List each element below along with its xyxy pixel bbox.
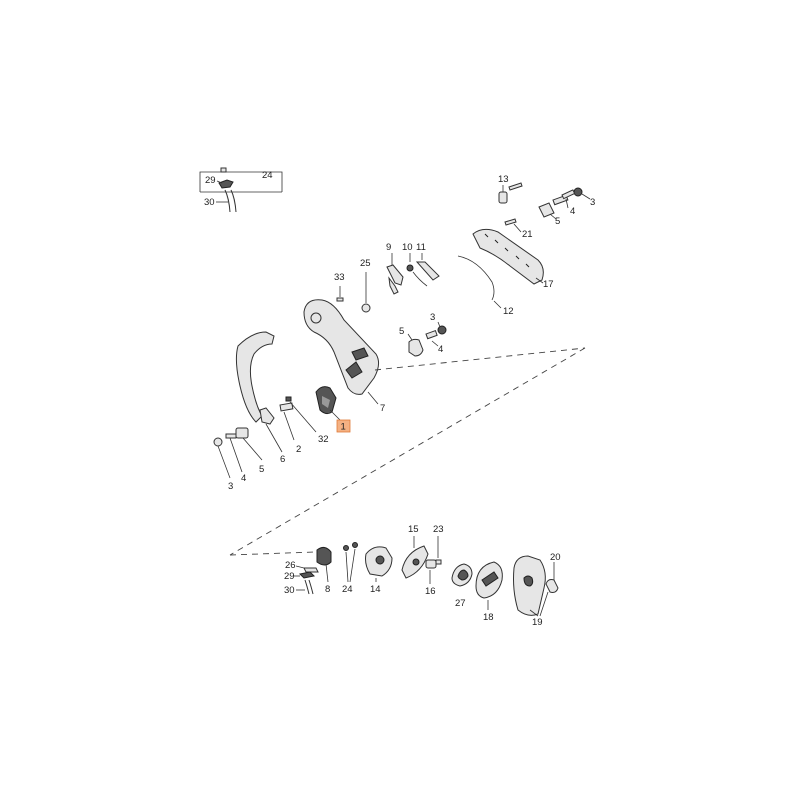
callout-29b: 29 xyxy=(284,571,295,582)
callout-23: 23 xyxy=(433,524,444,535)
callout-12: 12 xyxy=(503,306,514,317)
hose-group: 1 32 2 6 5 4 3 xyxy=(213,331,351,492)
callout-3c: 3 xyxy=(228,481,233,492)
callout-7: 7 xyxy=(380,403,385,414)
callout-3b: 3 xyxy=(430,312,435,323)
callout-33: 33 xyxy=(334,272,345,283)
highlight-part-1 xyxy=(336,419,351,433)
handle-group: 13 3 5 4 21 9 10 11 17 12 xyxy=(386,174,595,317)
callout-15: 15 xyxy=(408,524,419,535)
callout-32: 32 xyxy=(318,434,329,445)
callout-4c: 4 xyxy=(241,473,246,484)
callout-17: 17 xyxy=(543,279,554,290)
callout-29: 29 xyxy=(205,175,216,186)
callout-20: 20 xyxy=(550,552,561,563)
callout-2: 2 xyxy=(296,444,301,455)
callout-8: 8 xyxy=(325,584,330,595)
callout-24: 24 xyxy=(262,170,273,181)
callout-16: 16 xyxy=(425,586,436,597)
callout-3: 3 xyxy=(590,197,595,208)
bracket-group: 33 25 7 5 3 4 xyxy=(303,258,447,414)
callout-4b: 4 xyxy=(438,344,443,355)
callout-26: 26 xyxy=(285,560,296,571)
callout-5b: 5 xyxy=(399,326,404,337)
callout-30b: 30 xyxy=(284,585,295,596)
callout-5c: 5 xyxy=(259,464,264,475)
callout-6: 6 xyxy=(280,454,285,465)
callout-11: 11 xyxy=(416,242,426,253)
callout-18: 18 xyxy=(483,612,494,623)
bottom-row-group: 15 23 20 26 29 30 8 24 14 16 27 18 19 xyxy=(284,524,561,628)
callout-4: 4 xyxy=(570,206,575,217)
callout-10: 10 xyxy=(402,242,413,253)
callout-5: 5 xyxy=(555,216,560,227)
connection-line-upper xyxy=(374,347,586,371)
inset-detail: 24 29 30 xyxy=(199,167,283,213)
callout-9: 9 xyxy=(386,242,391,253)
callout-25: 25 xyxy=(360,258,371,269)
callout-24b: 24 xyxy=(342,584,353,595)
callout-13: 13 xyxy=(498,174,509,185)
connection-line-diagonal xyxy=(229,347,586,556)
callout-27: 27 xyxy=(455,598,466,609)
callout-1-highlighted: 1 xyxy=(341,422,346,433)
connection-line-lower xyxy=(229,551,316,556)
callout-19: 19 xyxy=(532,617,543,628)
callout-21: 21 xyxy=(522,229,533,240)
callout-30: 30 xyxy=(204,197,215,208)
callout-14: 14 xyxy=(370,584,381,595)
